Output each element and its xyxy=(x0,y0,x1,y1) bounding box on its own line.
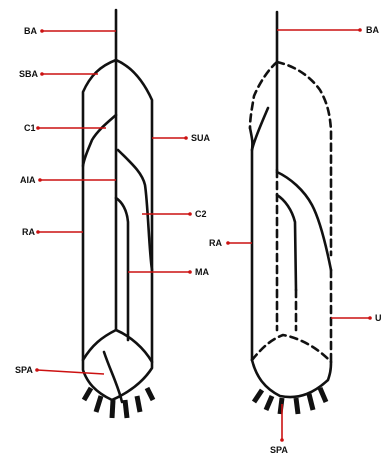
label-aia: AIA xyxy=(20,175,36,185)
label-sba: SBA xyxy=(19,69,39,79)
label-ra-left: RA xyxy=(22,227,35,237)
label-spa-left: SPA xyxy=(15,365,33,375)
label-u: U xyxy=(375,313,382,323)
label-ma: MA xyxy=(195,267,209,277)
label-sua: SUA xyxy=(191,133,211,143)
label-c2: C2 xyxy=(195,209,207,219)
label-spa-right: SPA xyxy=(270,445,288,455)
label-c1: C1 xyxy=(24,123,36,133)
label-ra-right: RA xyxy=(209,238,222,248)
label-ba-left: BA xyxy=(24,26,37,36)
label-ba-right: BA xyxy=(366,25,379,35)
